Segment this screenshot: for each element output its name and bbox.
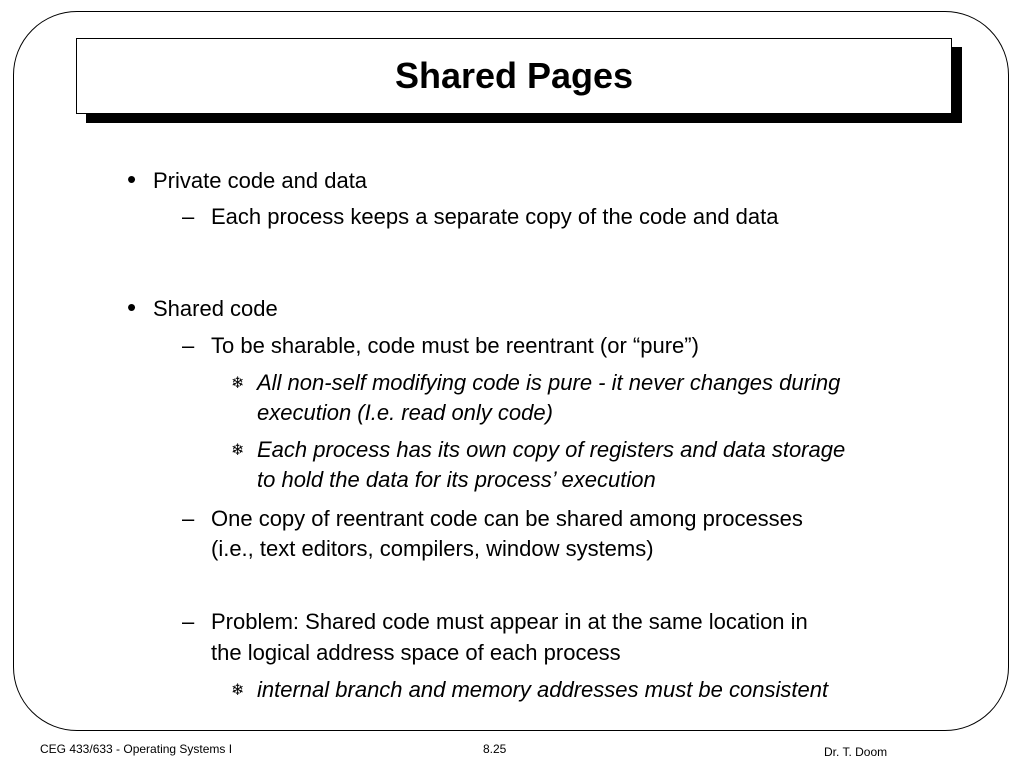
sub-one-copy-line1: One copy of reentrant code can be shared… — [211, 506, 803, 531]
bullet-private-code: Private code and data — [153, 168, 368, 193]
snowflake-icon: ❄ — [231, 442, 245, 459]
dash-marker: – — [182, 506, 195, 531]
dash-marker: – — [182, 204, 195, 229]
snowflake-icon: ❄ — [231, 682, 245, 699]
dash-marker: – — [182, 333, 195, 358]
tertiary-registers-line1: Each process has its own copy of registe… — [257, 437, 846, 462]
slide-frame — [13, 11, 1009, 731]
sub-problem-line1: Problem: Shared code must appear in at t… — [211, 609, 808, 634]
dash-marker: – — [182, 609, 195, 634]
sub-problem-line2: the logical address space of each proces… — [211, 640, 621, 665]
sub-one-copy-line2: (i.e., text editors, compilers, window s… — [211, 536, 654, 561]
snowflake-icon: ❄ — [231, 375, 245, 392]
tertiary-consistent: internal branch and memory addresses mus… — [257, 677, 829, 702]
tertiary-registers-line2: to hold the data for its process’ execut… — [257, 467, 656, 492]
bullet-marker: • — [127, 164, 137, 194]
footer-course: CEG 433/633 - Operating Systems I — [40, 742, 233, 756]
tertiary-pure-line1: All non-self modifying code is pure - it… — [257, 370, 841, 395]
title-box: Shared Pages — [76, 38, 952, 114]
bullet-shared-code: Shared code — [153, 296, 278, 321]
tertiary-pure-line2: execution (I.e. read only code) — [257, 400, 553, 425]
sub-reentrant: To be sharable, code must be reentrant (… — [211, 333, 699, 358]
footer-page-number: 8.25 — [483, 742, 507, 756]
slide-title: Shared Pages — [394, 55, 634, 96]
sub-separate-copy: Each process keeps a separate copy of th… — [211, 204, 779, 229]
bullet-marker: • — [127, 292, 137, 322]
footer-author: Dr. T. Doom — [824, 745, 888, 759]
